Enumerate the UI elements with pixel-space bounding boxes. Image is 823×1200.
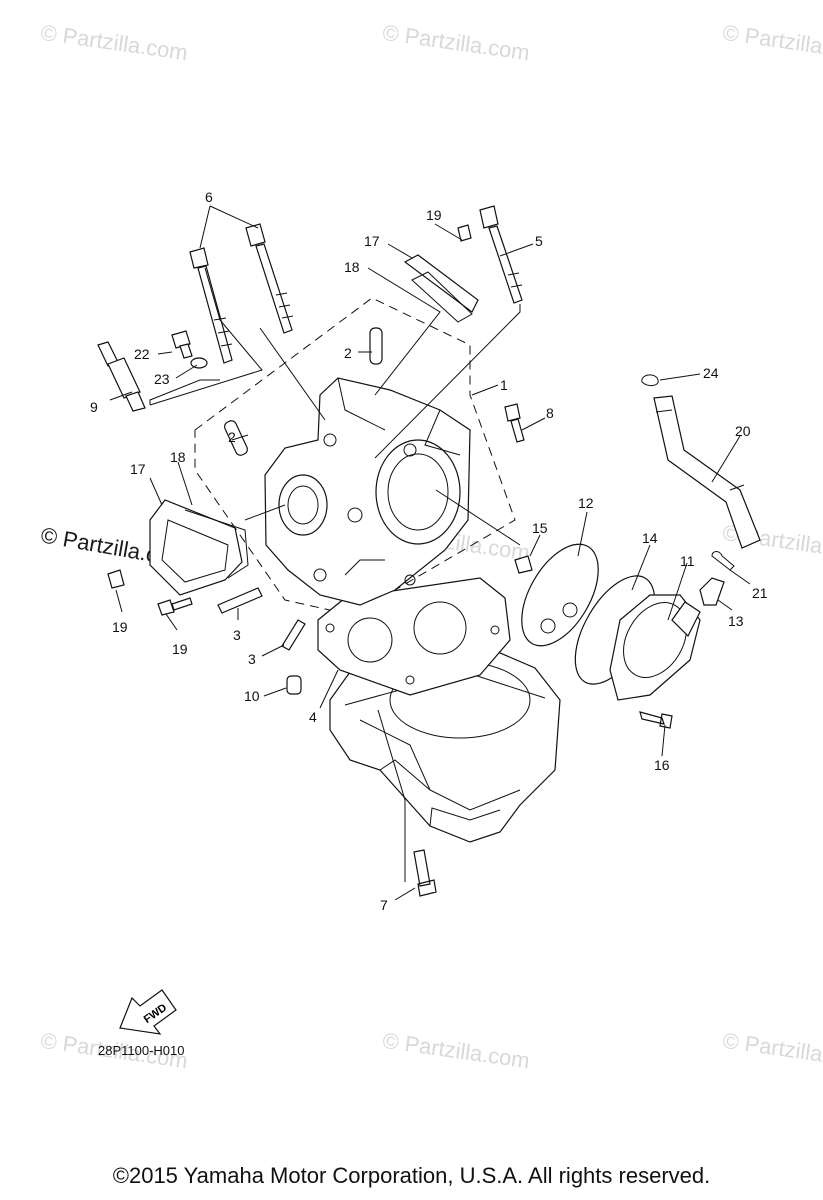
copyright-notice: ©2015 Yamaha Motor Corporation, U.S.A. A…: [112, 1163, 711, 1188]
callout-20: 20: [735, 423, 751, 439]
clip-21: [711, 551, 735, 571]
callout-3-upper: 3: [233, 627, 241, 643]
callout-18-top: 18: [344, 259, 360, 275]
callout-8: 8: [546, 405, 554, 421]
callout-12: 12: [578, 495, 594, 511]
bolt-16: [639, 711, 673, 729]
callout-6: 6: [205, 189, 213, 205]
diagram-code: 28P1100-H010: [98, 1043, 185, 1058]
side-cover-plate: [149, 499, 249, 596]
washer-23: [190, 357, 208, 369]
bolt-15: [514, 555, 533, 574]
callout-4: 4: [309, 709, 317, 725]
callout-7: 7: [380, 897, 388, 913]
fitting-13: [699, 577, 725, 606]
head-bolt-6b: [245, 223, 294, 334]
assembly-outline: [194, 297, 516, 616]
thermostat-housing: [609, 594, 701, 701]
callout-17-left: 17: [130, 461, 146, 477]
bolt-19-left-b: [157, 597, 193, 616]
callout-19-left-a: 19: [112, 619, 128, 635]
callout-9: 9: [90, 399, 98, 415]
hose-20: [653, 395, 761, 549]
callout-1: 1: [500, 377, 508, 393]
callout-5: 5: [535, 233, 543, 249]
fwd-arrow: FWD: [119, 989, 177, 1035]
callout-18-left: 18: [170, 449, 186, 465]
callout-22: 22: [134, 346, 150, 362]
clip-24: [641, 374, 659, 387]
stud-3-upper: [217, 587, 263, 614]
head-bolt-5: [479, 205, 523, 304]
bolt-8: [504, 403, 525, 443]
top-cover-plate: [403, 224, 479, 323]
dowel-pin-left: [223, 420, 249, 456]
callout-14: 14: [642, 530, 658, 546]
leader-lines: [109, 205, 751, 901]
callout-17-top: 17: [364, 233, 380, 249]
head-gasket: [317, 577, 511, 696]
callout-2-top: 2: [344, 345, 352, 361]
bolt-7: [413, 849, 437, 897]
callout-21: 21: [752, 585, 768, 601]
callout-19-left-b: 19: [172, 641, 188, 657]
outlet-plate: [521, 543, 599, 647]
bolt-22: [171, 330, 193, 359]
cylinder-head: [264, 377, 471, 606]
callout-24: 24: [703, 365, 719, 381]
callout-16: 16: [654, 757, 670, 773]
stud-3-lower: [281, 619, 306, 651]
callout-19-top: 19: [426, 207, 442, 223]
dowel-pin-top: [369, 327, 383, 365]
callout-2-left: 2: [228, 429, 236, 445]
callout-23: 23: [154, 371, 170, 387]
callout-3-lower: 3: [248, 651, 256, 667]
cap-10: [286, 675, 302, 695]
callout-10: 10: [244, 688, 260, 704]
callout-15: 15: [532, 520, 548, 536]
spark-plug: [97, 341, 146, 412]
callout-11: 11: [680, 553, 695, 569]
callout-13: 13: [728, 613, 744, 629]
bolt-19-left-a: [107, 569, 125, 589]
head-bolt-6a: [189, 247, 233, 364]
